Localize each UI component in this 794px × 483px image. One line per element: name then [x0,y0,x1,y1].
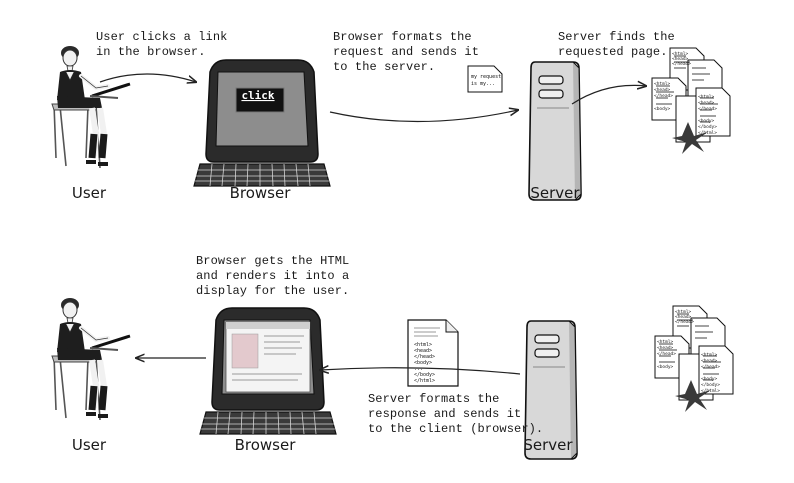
page-stack-line: </head> [675,319,694,325]
request-card-line-1: my request [471,74,501,80]
page-stack-line: <head> [698,100,715,106]
arrow-server-to-pages [571,85,646,105]
note-browser-formats-request: Browser formats the request and sends it… [333,30,480,74]
page-stack-line: </html> [698,130,717,136]
html-doc-line: ... [414,366,423,372]
arrow-user-to-browser [99,73,196,82]
click-link-text: click [241,89,274,102]
page-stack-line: <html> [698,94,715,100]
page-stack-bottom-code: <html> <head> </head> <html> <head> </he… [657,309,720,394]
page-stack-line: </head> [657,351,676,357]
page-stack-line: </html> [701,388,720,394]
note-server-finds-page: Server finds the requested page. [558,30,675,59]
page-stack-line: <head> [654,87,671,93]
browser-computer-bottom [199,307,337,435]
rendered-page-screen [225,321,311,393]
arrow-browser-to-server [329,110,518,123]
label-browser-bottom: Browser [234,436,296,454]
page-stack-line: </body> [698,124,717,130]
note-user-clicks-link: User clicks a link in the browser. [96,30,228,59]
html-doc-line: <html> [414,342,432,348]
page-stack-top: <html> <head> </head> <html> <head> </he… [651,47,731,155]
browser-screen-top [235,87,285,113]
html-doc-line: <head> [414,348,432,354]
page-stack-line: <body> [657,364,674,370]
page-stack-line: </head> [654,93,673,99]
page-stack-line: <head> [657,345,674,351]
html-doc-line: </head> [414,354,435,360]
request-card-line-2: is my... [471,81,495,87]
arrow-server-to-browser [320,368,521,375]
page-stack-line: <html> [657,339,674,345]
note-server-formats-response: Server formats the response and sends it… [368,392,544,436]
page-stack-line: <html> [672,51,689,57]
browser-computer-top [193,59,331,187]
page-stack-line: <head> [675,314,692,320]
label-user-bottom: User [71,436,107,454]
user-figure-bottom [52,298,130,420]
html-doc-line: </html> [414,378,435,384]
label-server-top: Server [530,184,580,202]
user-figure-top [52,46,130,168]
page-stack-line: <html> [675,309,692,315]
html-doc-line: </body> [414,372,435,378]
request-card: my request is my... [467,65,503,93]
server-tower-top [528,61,582,201]
page-stack-bottom: <html> <head> </head> <html> <head> </he… [654,305,734,413]
label-browser-top: Browser [229,184,291,202]
page-stack-line: <html> [701,352,718,358]
html-doc-line: <body> [414,360,432,366]
label-user-top: User [71,184,107,202]
page-stack-line: </head> [701,364,720,370]
label-server-bottom: Server [523,436,573,454]
page-stack-line: </head> [698,106,717,112]
page-stack-top-code: <html> <head> </head> <html> <head> </he… [654,51,717,136]
page-stack-line: <body> [698,118,715,124]
html-response-doc: <html> <head> </head> <body> ... </body>… [407,319,459,387]
page-stack-line: </head> [672,61,691,67]
page-stack-line: <head> [672,56,689,62]
page-stack-line: <head> [701,358,718,364]
page-stack-line: <html> [654,81,671,87]
page-stack-line: </body> [701,382,720,388]
page-stack-line: <body> [654,106,671,112]
page-stack-line: <body> [701,376,718,382]
note-browser-renders-html: Browser gets the HTML and renders it int… [196,254,350,298]
